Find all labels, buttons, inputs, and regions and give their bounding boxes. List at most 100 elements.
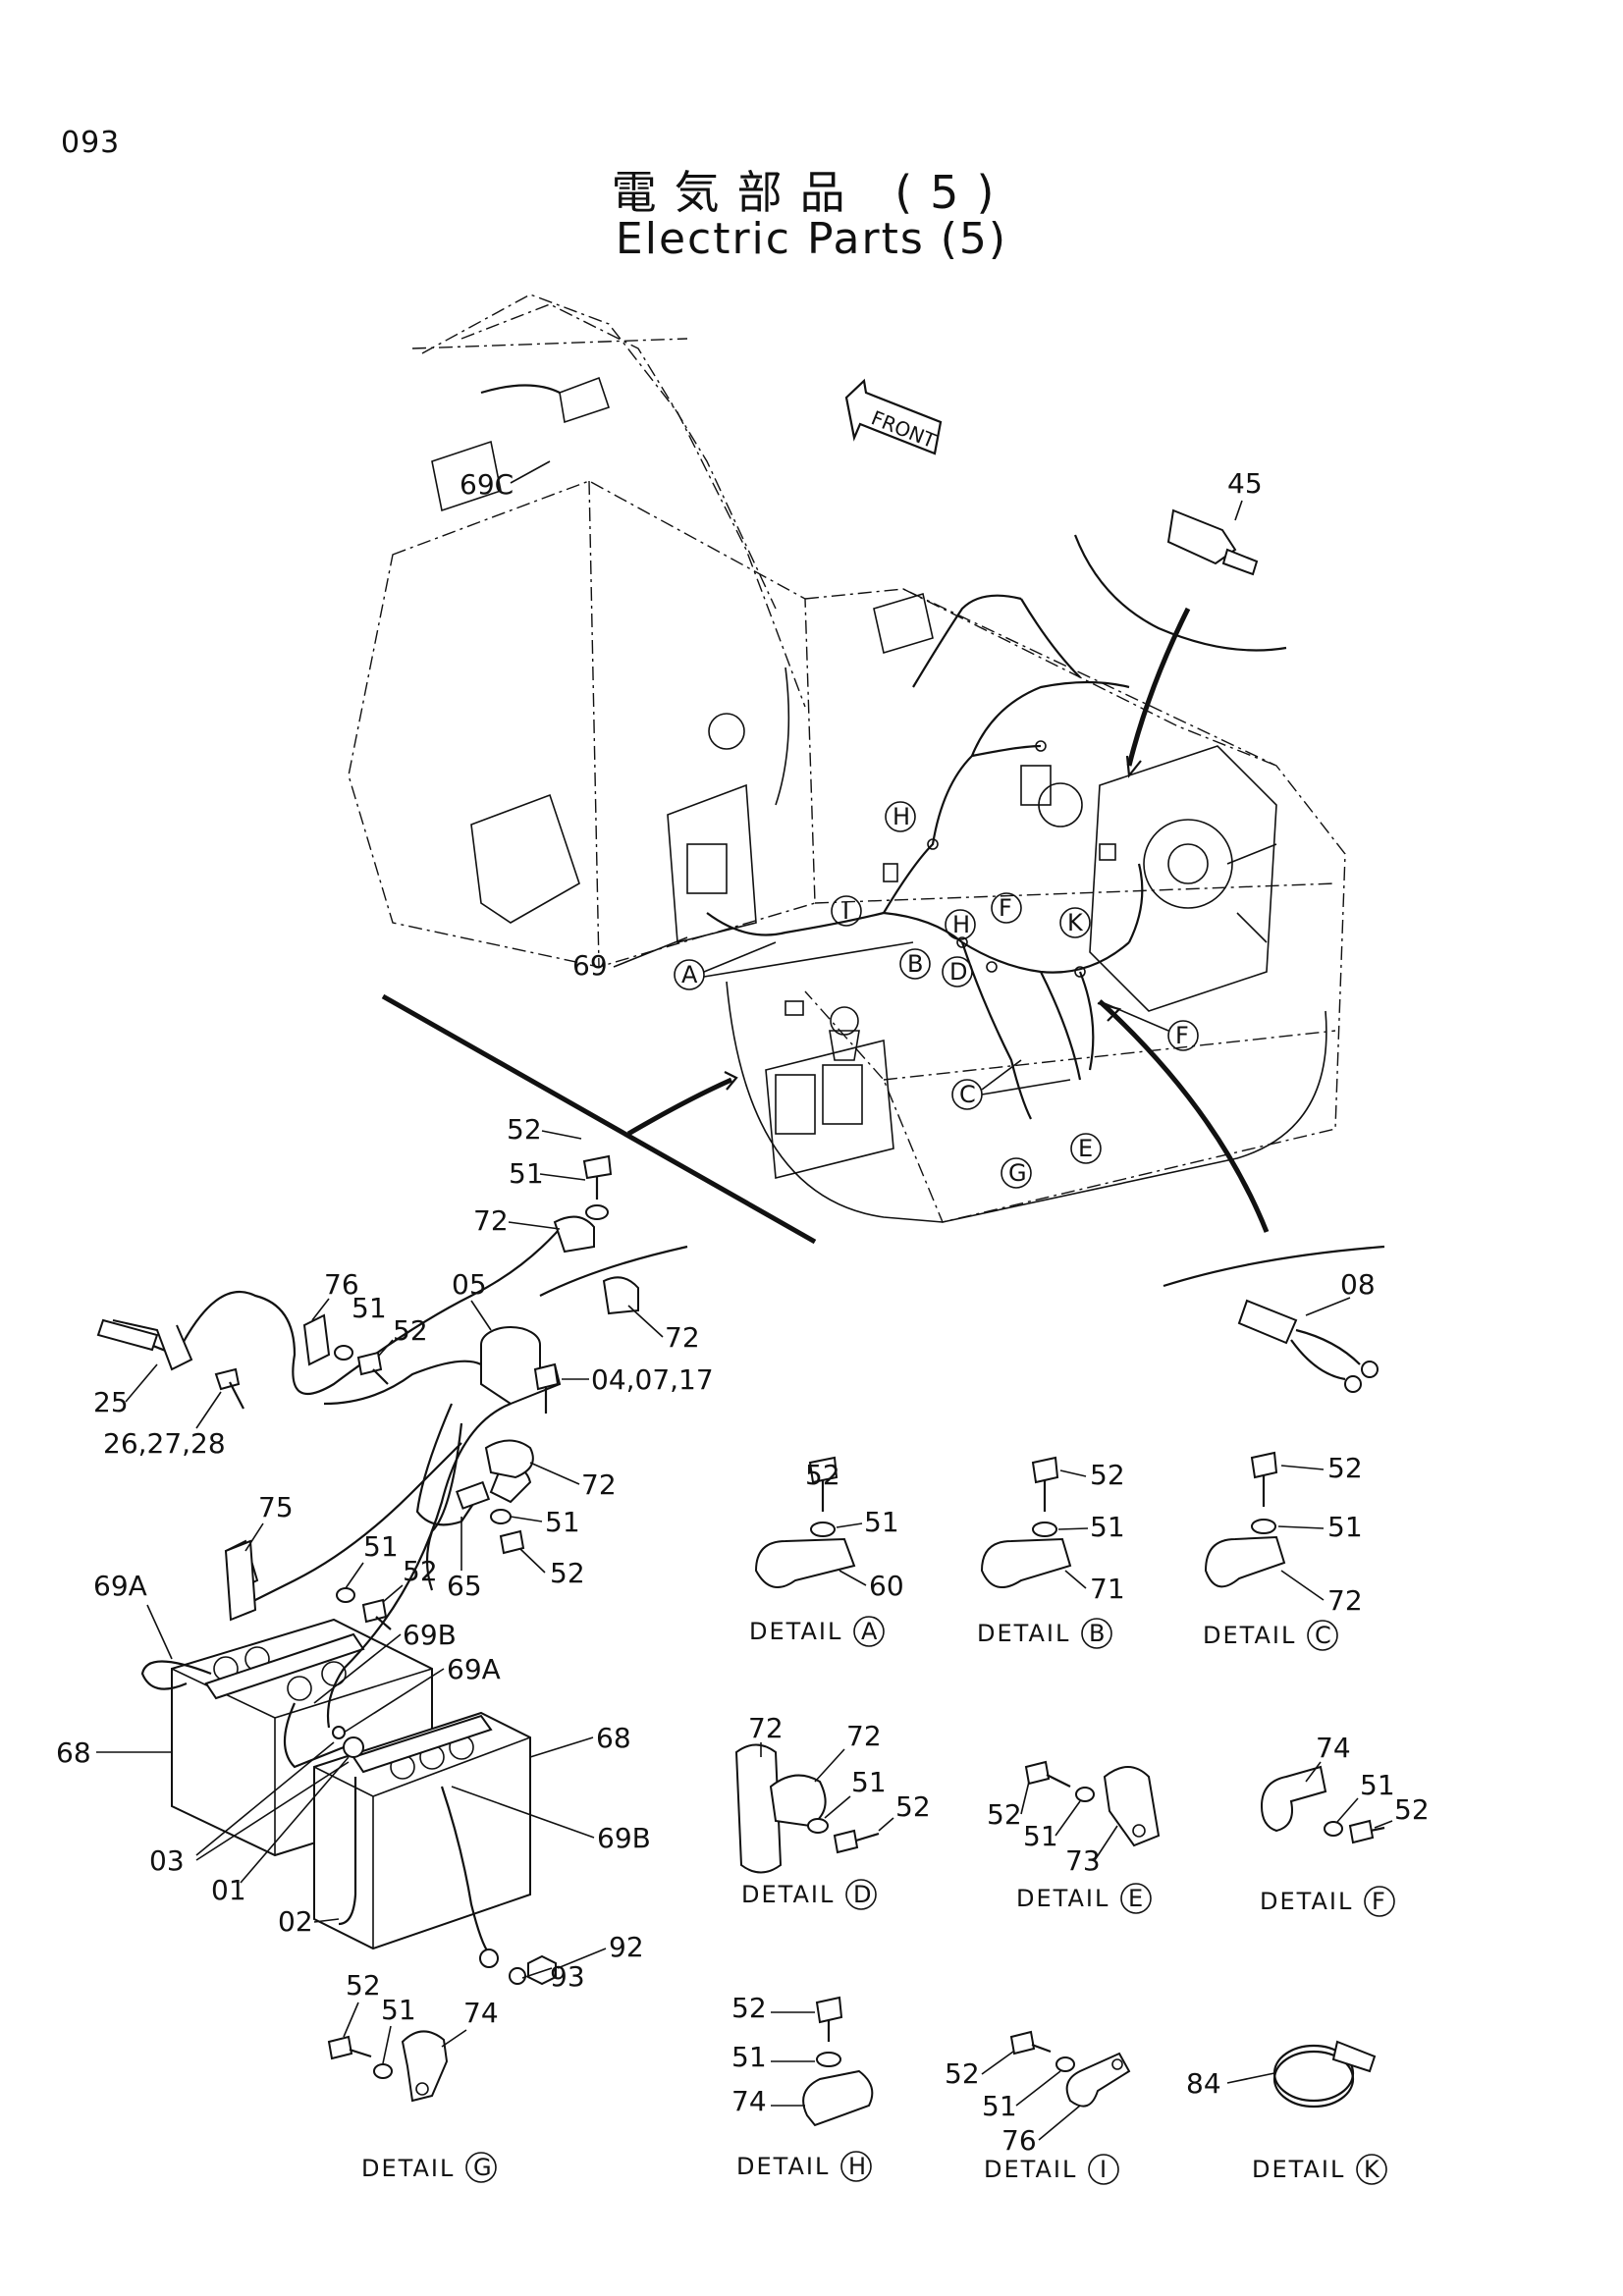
- marker-i: I: [842, 897, 849, 925]
- battery-68-right: [313, 1711, 531, 1950]
- sensor-45-callout: 45: [1073, 467, 1287, 778]
- battery-view-arrow: [626, 1077, 733, 1137]
- detail-e-callout-51: 51: [1023, 1820, 1058, 1852]
- detail-e-callout-52: 52: [987, 1798, 1022, 1831]
- marker-h-upper: H: [893, 803, 910, 830]
- detail-h: 52 51 74 DETAIL H: [731, 1992, 874, 2182]
- detail-b-word: DETAIL: [977, 1620, 1070, 1647]
- detail-i-word: DETAIL: [984, 2156, 1077, 2183]
- label-69c: 69C: [460, 468, 514, 501]
- detail-e-id: E: [1128, 1885, 1143, 1912]
- label-51-mid: 51: [352, 1292, 387, 1324]
- label-68-left: 68: [56, 1736, 91, 1769]
- label-92: 92: [609, 1931, 644, 1963]
- detail-h-callout-52: 52: [731, 1992, 767, 2024]
- detail-e-callout-73: 73: [1065, 1844, 1101, 1877]
- leader-69c: [510, 460, 551, 484]
- detail-b-callout-52: 52: [1090, 1459, 1125, 1491]
- detail-c-word: DETAIL: [1203, 1622, 1296, 1649]
- detail-d: 72 72 51 52 DETAIL D: [734, 1712, 931, 1910]
- detail-a-word: DETAIL: [749, 1618, 842, 1645]
- label-45: 45: [1227, 467, 1263, 500]
- label-02: 02: [278, 1905, 313, 1938]
- title-english: Electric Parts (5): [615, 214, 1008, 264]
- marker-a: A: [681, 961, 698, 988]
- detail-h-word: DETAIL: [736, 2153, 830, 2180]
- detail-k-callout-84: 84: [1186, 2067, 1221, 2100]
- label-65: 65: [447, 1570, 482, 1602]
- label-69a-left: 69A: [93, 1570, 147, 1602]
- label-26-27-28: 26,27,28: [103, 1427, 226, 1460]
- detail-g-id: G: [473, 2154, 492, 2181]
- battery-view-labels: 52 51 72 76 51 52 05 72 25 26,27,28 04,0…: [56, 1113, 714, 1993]
- marker-b: B: [907, 950, 923, 978]
- marker-h-lower: H: [952, 911, 970, 938]
- label-69b-lower: 69B: [597, 1822, 651, 1854]
- detail-e: 52 51 73 DETAIL E: [987, 1760, 1161, 1914]
- cable-69b-right: [440, 1786, 490, 1954]
- detail-d-id: D: [853, 1881, 871, 1908]
- label-93: 93: [550, 1960, 585, 1993]
- cable-69b: [284, 1702, 345, 1769]
- label-08: 08: [1340, 1268, 1376, 1301]
- detail-a-callout-60: 60: [869, 1570, 904, 1602]
- detail-k: 84 DETAIL K: [1186, 2040, 1387, 2185]
- marker-d: D: [949, 958, 967, 986]
- label-52-top: 52: [507, 1113, 542, 1146]
- label-25: 25: [93, 1386, 129, 1418]
- detail-d-callout-52: 52: [895, 1790, 931, 1823]
- label-72-lower: 72: [581, 1468, 617, 1501]
- label-01: 01: [211, 1874, 246, 1906]
- detail-c: 52 51 72 DETAIL C: [1203, 1451, 1363, 1651]
- front-direction-arrow: FRONT: [844, 378, 943, 455]
- detail-b-id: B: [1089, 1620, 1105, 1647]
- detail-g: 52 51 74 DETAIL G: [327, 1969, 499, 2183]
- detail-b-callout-71: 71: [1090, 1573, 1125, 1605]
- detail-k-id: K: [1364, 2156, 1380, 2183]
- detail-f-word: DETAIL: [1260, 1888, 1353, 1915]
- label-52-left: 52: [403, 1555, 438, 1587]
- detail-h-id: H: [848, 2153, 866, 2180]
- title-japanese: 電気部品 (5): [611, 166, 1012, 219]
- marker-k: K: [1067, 909, 1084, 936]
- detail-a-id: A: [861, 1618, 878, 1645]
- detail-i-callout-76: 76: [1001, 2124, 1037, 2157]
- detail-d-callout-72b: 72: [846, 1720, 882, 1752]
- detail-b: 52 51 71 DETAIL B: [977, 1456, 1125, 1649]
- label-51-lower: 51: [545, 1506, 580, 1538]
- label-05: 05: [452, 1268, 487, 1301]
- detail-k-word: DETAIL: [1252, 2156, 1345, 2183]
- label-51-top: 51: [509, 1157, 544, 1190]
- battery-view-bracket: [381, 993, 817, 1245]
- detail-d-word: DETAIL: [741, 1881, 835, 1908]
- label-69a-right: 69A: [447, 1653, 501, 1685]
- detail-i-callout-52: 52: [945, 2057, 980, 2090]
- detail-i-callout-51: 51: [982, 2090, 1017, 2122]
- label-68-right: 68: [596, 1722, 631, 1754]
- detail-f-id: F: [1372, 1888, 1385, 1915]
- detail-c-callout-52: 52: [1327, 1452, 1363, 1484]
- label-69b-upper: 69B: [403, 1619, 457, 1651]
- label-76: 76: [324, 1268, 359, 1301]
- detail-c-callout-51: 51: [1327, 1511, 1363, 1543]
- detail-f-callout-74: 74: [1316, 1732, 1351, 1764]
- detail-d-callout-51: 51: [851, 1766, 887, 1798]
- label-52-lower: 52: [550, 1557, 585, 1589]
- label-04-07-17: 04,07,17: [591, 1363, 714, 1396]
- detail-h-callout-74: 74: [731, 2085, 767, 2117]
- leader-69: [613, 936, 688, 968]
- label-69: 69: [572, 949, 608, 982]
- marker-g: G: [1008, 1159, 1027, 1187]
- detail-e-word: DETAIL: [1016, 1885, 1109, 1912]
- label-72-top: 72: [473, 1204, 509, 1237]
- detail-g-word: DETAIL: [361, 2155, 455, 2182]
- detail-c-callout-72: 72: [1327, 1584, 1363, 1617]
- label-51-left: 51: [363, 1530, 399, 1563]
- label-75: 75: [258, 1491, 294, 1523]
- detail-f-callout-51: 51: [1360, 1769, 1395, 1801]
- label-52-mid: 52: [393, 1314, 428, 1347]
- detail-f-callout-52: 52: [1394, 1793, 1430, 1826]
- front-label: FRONT: [868, 405, 940, 453]
